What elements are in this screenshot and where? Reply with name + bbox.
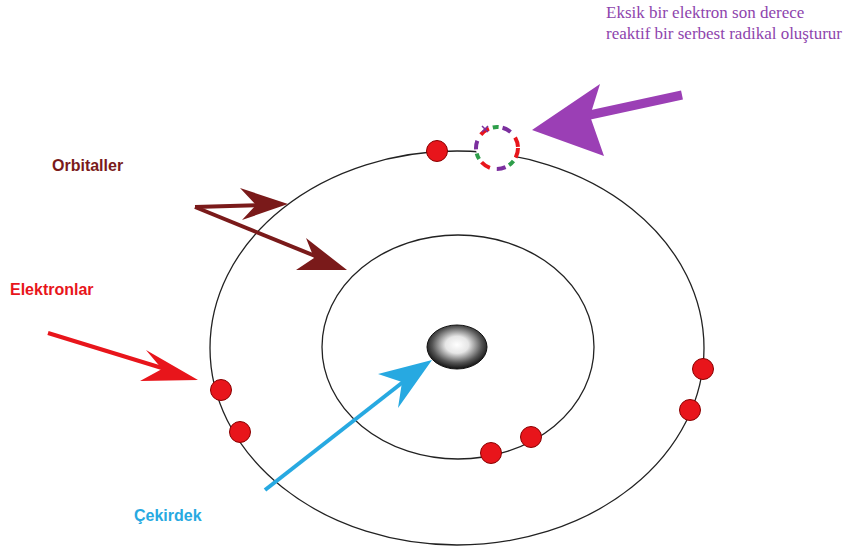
- orbital-arrowhead: [240, 188, 288, 220]
- orbital-label: Orbitaller: [52, 156, 192, 175]
- orbital-arrow-shaft: [195, 207, 325, 260]
- electron: [521, 427, 542, 448]
- nucleus-arrowhead: [378, 360, 432, 408]
- orbital-arrows: [195, 188, 347, 270]
- electrons: [211, 141, 714, 464]
- nucleus-arrow-shaft: [265, 375, 412, 490]
- nucleus: [427, 325, 487, 369]
- inner-orbit: [322, 235, 594, 459]
- electron-label: Elektronlar: [10, 280, 150, 299]
- electron: [680, 400, 701, 421]
- electron: [211, 380, 232, 401]
- electron-arrow: [48, 333, 198, 381]
- orbital-arrowhead: [296, 238, 347, 270]
- electron: [693, 359, 714, 380]
- outer-orbit: [210, 151, 704, 545]
- missing-electron-dash: [476, 127, 518, 169]
- radical-arrow-shaft: [585, 95, 682, 116]
- electron-arrow-shaft: [48, 333, 175, 372]
- radical-arrowhead: [532, 84, 604, 156]
- electron: [230, 422, 251, 443]
- missing-electron-mark: [482, 126, 488, 132]
- electron: [481, 443, 502, 464]
- nucleus-label: Çekirdek: [134, 506, 274, 525]
- electron-arrowhead: [140, 350, 198, 381]
- electron: [427, 141, 448, 162]
- missing-electron: [476, 126, 518, 169]
- nucleus-arrow: [265, 360, 432, 490]
- missing-electron-dash: [476, 127, 518, 169]
- radical-note: Eksik bir elektron son derece reaktif bi…: [606, 3, 852, 44]
- radical-arrow: [532, 84, 682, 156]
- missing-electron-dash: [476, 127, 518, 169]
